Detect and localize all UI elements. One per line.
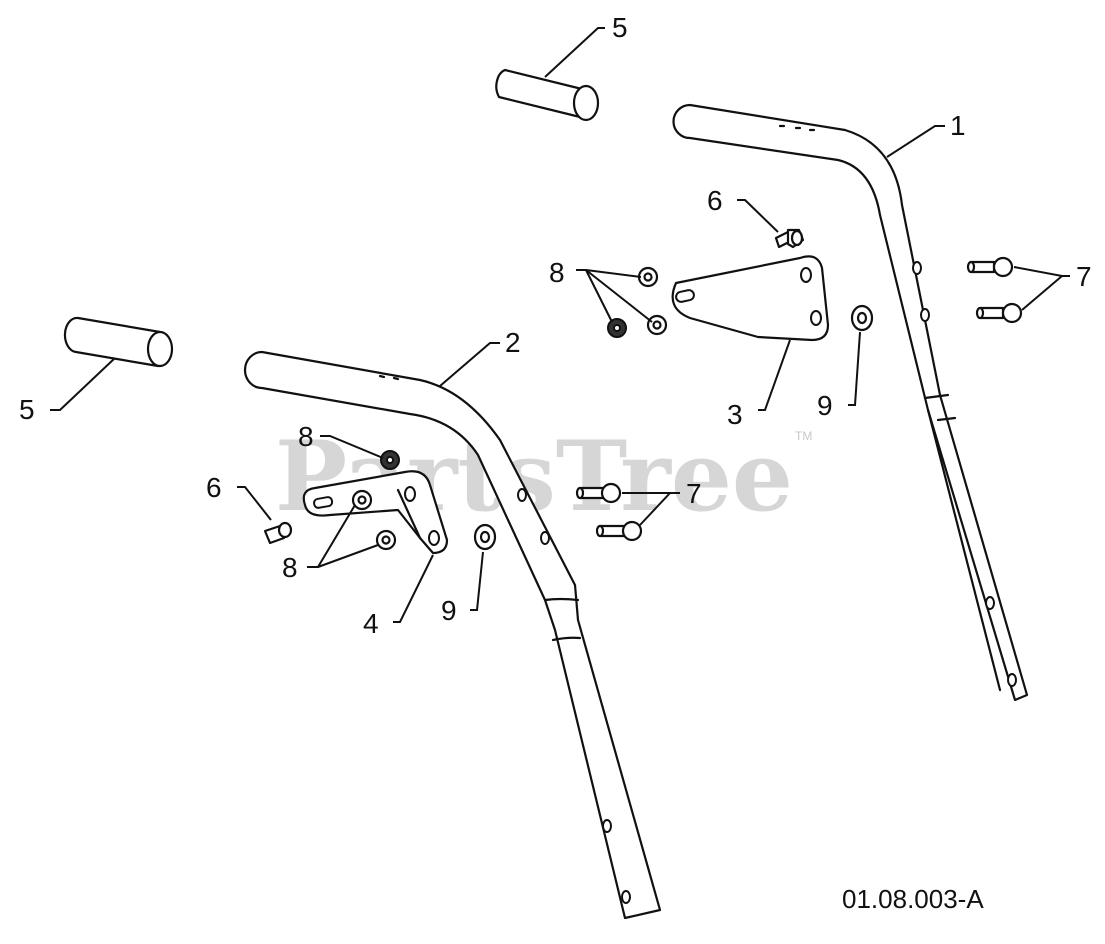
nut-8-right-c xyxy=(646,314,668,336)
callout-8-lower-b: 8 xyxy=(282,552,298,583)
nut-8-right-b xyxy=(607,318,627,338)
washer-9-left xyxy=(473,523,497,551)
figure-code: 01.08.003-A xyxy=(842,884,984,914)
bracket-left xyxy=(302,470,449,555)
bolt-7-left-lower xyxy=(595,520,643,542)
callout-6-lower: 6 xyxy=(206,472,222,503)
nut-8-left-a xyxy=(380,450,400,470)
callout-8-lower-a: 8 xyxy=(298,421,314,452)
callout-7-left: 7 xyxy=(686,478,702,509)
callout-4: 4 xyxy=(363,608,379,639)
nut-8-left-c xyxy=(375,529,397,551)
callout-9-left: 9 xyxy=(441,595,457,626)
callout-5-upper: 5 xyxy=(612,12,628,43)
callout-3: 3 xyxy=(727,399,743,430)
nut-8-right-a xyxy=(637,266,659,288)
handle-right xyxy=(672,103,1029,702)
callout-7-right: 7 xyxy=(1076,261,1092,292)
bolt-7-left-upper xyxy=(575,482,622,504)
bolt-6-lower xyxy=(263,521,293,545)
washer-9-right xyxy=(850,304,874,332)
nut-8-left-b xyxy=(351,489,373,511)
callout-6-upper: 6 xyxy=(707,185,723,216)
watermark-trademark: TM xyxy=(795,429,812,443)
bolt-6-upper xyxy=(774,228,805,249)
callout-9-right: 9 xyxy=(817,390,833,421)
grip-upper xyxy=(495,68,600,122)
callout-5-lower: 5 xyxy=(19,394,35,425)
callout-1: 1 xyxy=(950,110,966,141)
grip-lower xyxy=(63,316,174,368)
callout-labels: 1 2 3 4 5 5 6 6 7 7 8 8 8 9 9 xyxy=(19,12,1092,639)
callout-2: 2 xyxy=(505,327,521,358)
handle-left xyxy=(243,350,662,920)
leader-lines xyxy=(50,27,1070,623)
bracket-right xyxy=(671,255,830,342)
bolt-7-right-upper xyxy=(966,256,1014,278)
callout-8-upper: 8 xyxy=(549,257,565,288)
bolt-7-right-lower xyxy=(975,302,1023,324)
